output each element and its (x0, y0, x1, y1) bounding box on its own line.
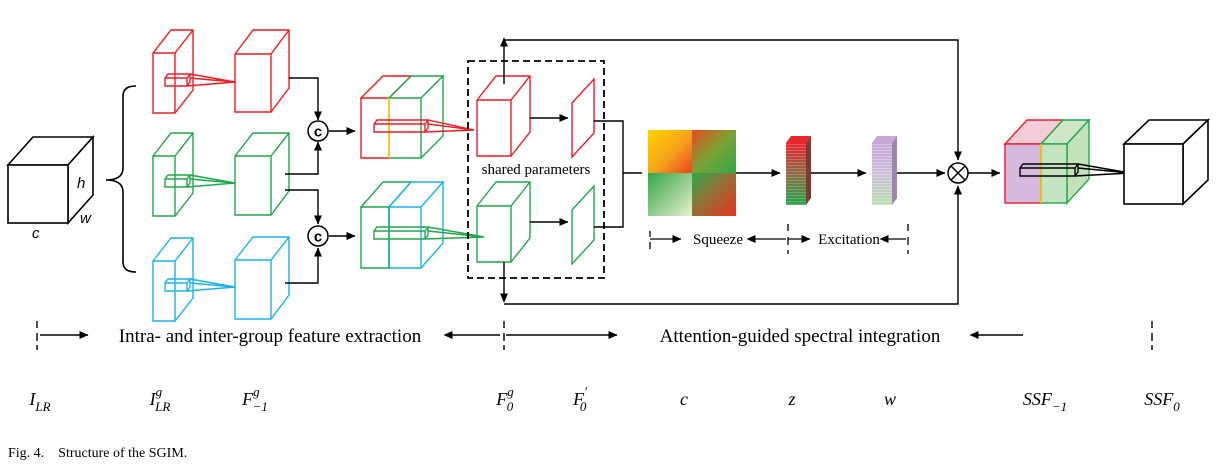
stage1-label: Intra- and inter-group feature extractio… (119, 326, 422, 347)
symbol-main: F (241, 389, 254, 409)
squeeze-block (648, 130, 736, 216)
concat-symbol-bottom: c (314, 229, 322, 246)
concat-cube-bottom (359, 180, 485, 269)
shared-parameters-box (467, 60, 605, 279)
symbol-main: c (680, 389, 688, 409)
symbol-main: w (884, 389, 896, 409)
group-brace (105, 85, 137, 273)
branch-cyan (152, 236, 290, 322)
stage2-label: Attention-guided spectral integration (660, 326, 941, 347)
symbol-main: SSF (1023, 389, 1053, 409)
symbol-sup: ′ (584, 384, 587, 399)
symbol-sub: LR (154, 399, 170, 414)
concat-node-top: c (307, 120, 329, 142)
figure-caption: Fig. 4. Structure of the SGIM. (8, 446, 187, 461)
cube-h-label: h (77, 175, 85, 192)
symbol-sub: 0 (507, 399, 514, 414)
shared-cube-green (476, 181, 531, 263)
z-block (786, 136, 811, 205)
shared-parameters-label: shared parameters (482, 162, 591, 178)
ssf0-cube (1122, 118, 1210, 206)
symbol-main: SSF (1144, 389, 1174, 409)
symbol-sub: −1 (253, 399, 268, 414)
skip-connections (500, 37, 1001, 305)
symbol-main: F (495, 389, 508, 409)
symbol-main: I (28, 389, 36, 409)
branch-green (152, 132, 290, 217)
symbol-label: z (787, 389, 795, 409)
concat-node-bottom: c (307, 225, 329, 247)
squeeze-label: Squeeze (693, 232, 743, 248)
shared-arrows (530, 114, 569, 226)
w-block (872, 136, 897, 205)
symbol-label: SSF0 (1144, 389, 1180, 414)
ssf-minus1-cube (1003, 118, 1131, 205)
stage-markers (36, 321, 1153, 350)
symbol-main: I (149, 389, 157, 409)
symbol-main: F (572, 389, 585, 409)
symbol-label: w (884, 389, 896, 409)
cube-c-label: c (32, 225, 40, 242)
input-cube (6, 134, 95, 226)
symbol-label: ILR (28, 389, 50, 414)
shared-plane-green (571, 184, 595, 266)
concat-symbol-top: c (314, 124, 322, 141)
excitation-label: Excitation (818, 232, 880, 248)
symbol-sub: −1 (1052, 399, 1067, 414)
concat-cube-top (359, 74, 475, 159)
symbol-sub: 0 (580, 399, 587, 414)
symbol-label: SSF−1 (1023, 389, 1067, 414)
squeeze-excitation-markers (649, 224, 909, 254)
shared-plane-red (571, 77, 595, 159)
symbol-sub: 0 (1173, 399, 1180, 414)
symbol-sup: g (156, 384, 163, 399)
multiply-node (947, 162, 969, 184)
symbol-sub: LR (34, 399, 50, 414)
branch-red (152, 29, 290, 114)
symbol-sup: g (507, 384, 514, 399)
symbol-sup: g (253, 384, 260, 399)
symbol-main: z (787, 389, 795, 409)
merge-bracket (594, 120, 642, 228)
symbol-label: F′0 (572, 384, 587, 414)
shared-cube-red (476, 75, 531, 157)
concat-connectors (285, 77, 356, 284)
symbol-label: Fg−1 (241, 384, 268, 414)
symbol-label: c (680, 389, 688, 409)
cube-w-label: w (80, 210, 92, 227)
